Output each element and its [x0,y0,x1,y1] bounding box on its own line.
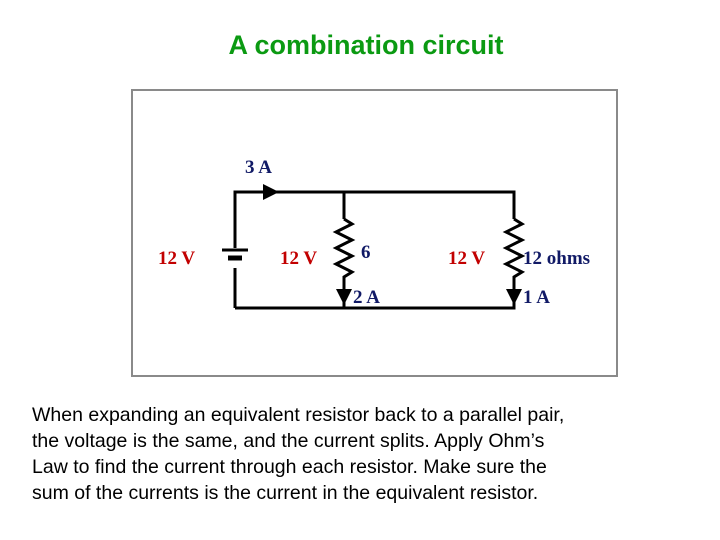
resistor-12-symbol [502,217,526,286]
r1-current-label: 2 A [353,287,380,308]
r1-resistance-label: 6 [361,242,371,263]
description-text: When expanding an equivalent resistor ba… [32,404,565,504]
r2-voltage-label: 12 V [448,248,485,269]
r2-current-label: 1 A [523,287,550,308]
r1-voltage-label: 12 V [280,248,317,269]
circuit-diagram: 3 A 12 V 12 V 6 2 A 12 V 12 ohms 1 A [131,89,618,377]
arrow-right-icon [263,184,279,200]
top-wire [233,190,516,248]
arrow-down-icon [506,289,522,305]
source-voltage-label: 12 V [158,248,195,269]
battery-symbol [222,248,248,261]
resistor-6-symbol [332,217,356,282]
total-current-label: 3 A [245,157,272,178]
slide-title: A combination circuit [228,30,504,60]
circuit-svg: 3 A 12 V 12 V 6 2 A 12 V 12 ohms 1 A [158,157,590,310]
r2-resistance-label: 12 ohms [523,248,590,269]
arrow-down-icon [336,289,352,305]
